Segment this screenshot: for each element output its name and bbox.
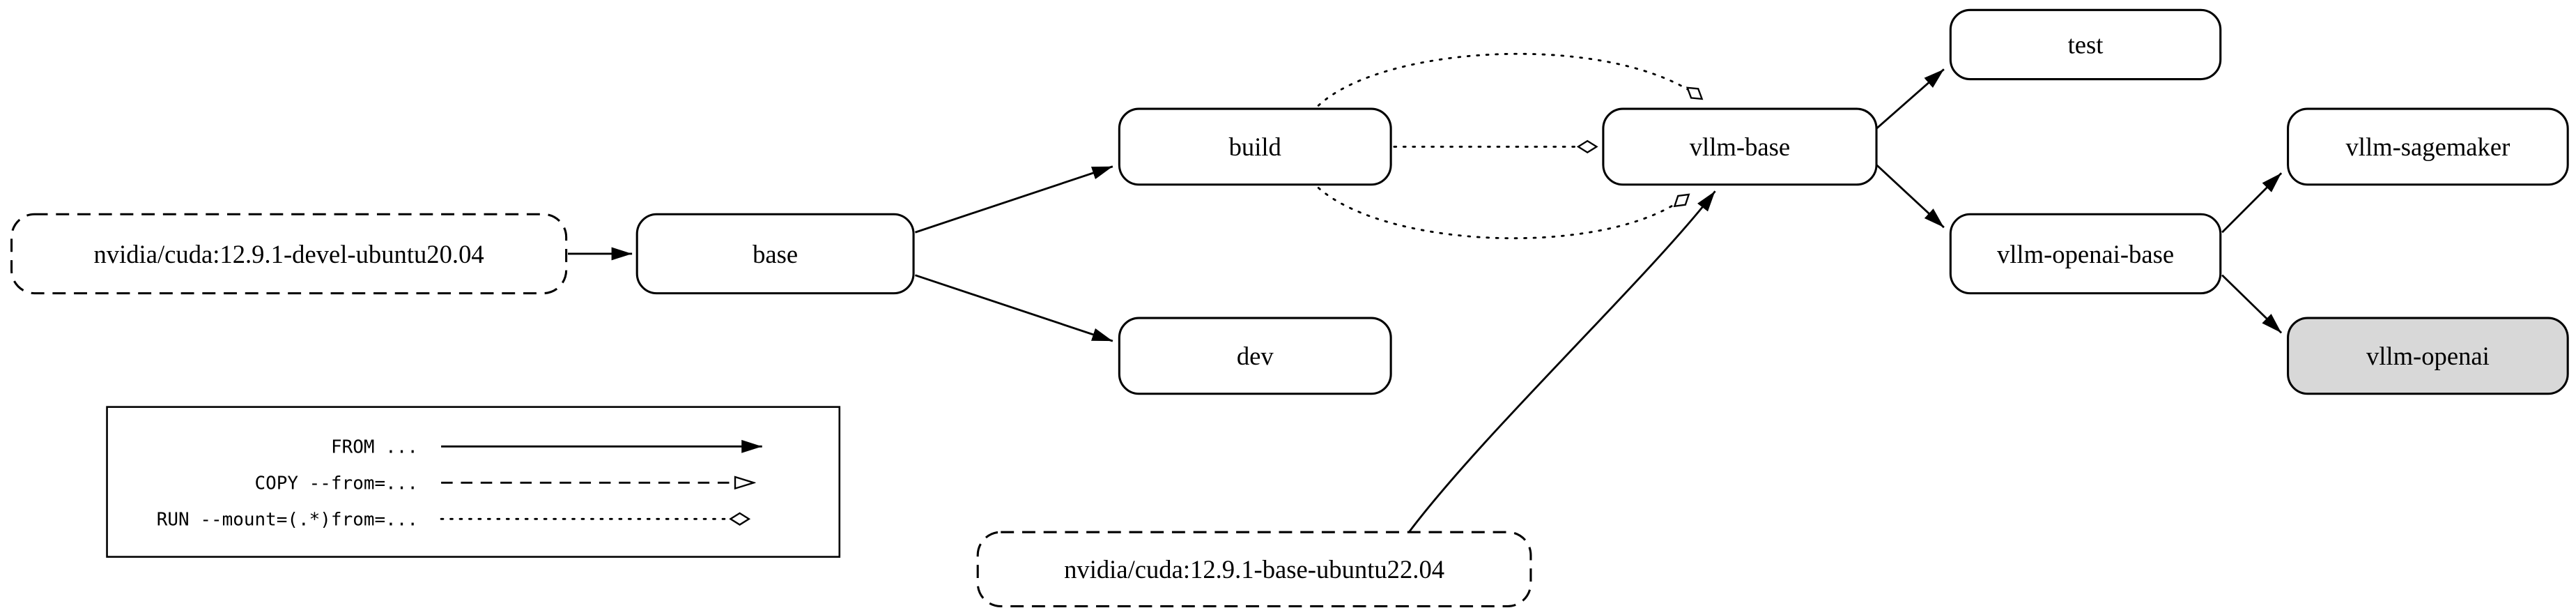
node-vllm-sagemaker: vllm-sagemaker (2287, 107, 2569, 186)
legend-box (106, 406, 841, 558)
edges-layer (567, 52, 2283, 533)
legend-from-label: FROM ... (331, 436, 418, 457)
edge-base-to-build (914, 165, 1113, 234)
node-base: base (635, 213, 915, 295)
node-base-label: base (753, 240, 798, 268)
node-build-label: build (1229, 132, 1281, 161)
node-vllm-openai-label: vllm-openai (2366, 342, 2490, 370)
node-dev-box (1118, 317, 1392, 395)
node-cuda-base-label: nvidia/cuda:12.9.1-base-ubuntu22.04 (1064, 555, 1444, 584)
node-vllm-openai-box (2287, 317, 2569, 395)
node-vllm-base: vllm-base (1602, 107, 1878, 186)
node-dev-label: dev (1237, 342, 1274, 370)
node-vllm-openai-base-box (1949, 213, 2222, 295)
legend-run-row: RUN --mount=(.*)from=... (157, 509, 749, 530)
node-vllm-openai: vllm-openai (2287, 317, 2569, 395)
node-vllm-base-box (1602, 107, 1878, 186)
edge-base-to-dev (914, 274, 1113, 342)
legend-copy-label: COPY --from=... (254, 473, 418, 494)
node-vllm-openai-base-label: vllm-openai-base (1997, 240, 2174, 268)
node-vllm-base-label: vllm-base (1690, 132, 1790, 161)
node-cuda-base-box (976, 531, 1532, 608)
node-dev: dev (1118, 317, 1392, 395)
node-cuda-devel: nvidia/cuda:12.9.1-devel-ubuntu20.04 (10, 213, 568, 295)
node-vllm-openai-base: vllm-openai-base (1949, 213, 2222, 295)
legend-copy-row: COPY --from=... (254, 473, 753, 494)
node-build-box (1118, 107, 1392, 186)
node-vllm-sagemaker-label: vllm-sagemaker (2345, 132, 2510, 161)
node-test-label: test (2068, 31, 2104, 59)
legend-run-label: RUN --mount=(.*)from=... (157, 509, 418, 530)
node-test-box (1949, 8, 2222, 81)
nodes-layer: nvidia/cuda:12.9.1-devel-ubuntu20.04 bas… (10, 8, 2569, 608)
edge-vllm-openai-base-to-vllm-openai (2221, 274, 2283, 334)
edge-build-to-vllm-base-run-arc-bottom (1317, 187, 1689, 240)
node-cuda-devel-label: nvidia/cuda:12.9.1-devel-ubuntu20.04 (93, 240, 484, 268)
edge-build-to-vllm-base-run-arc-top (1317, 52, 1702, 107)
edge-vllm-base-to-test (1876, 68, 1945, 130)
legend: FROM ... COPY --from=... RUN --mount=(.*… (106, 406, 841, 558)
node-cuda-devel-box (10, 213, 568, 295)
node-cuda-base: nvidia/cuda:12.9.1-base-ubuntu22.04 (976, 531, 1532, 608)
node-test: test (1949, 8, 2222, 81)
edge-cuda-base-to-vllm-base (1407, 190, 1716, 533)
node-vllm-sagemaker-box (2287, 107, 2569, 186)
edge-vllm-openai-base-to-vllm-sagemaker (2221, 172, 2283, 234)
node-build: build (1118, 107, 1392, 186)
node-base-box (635, 213, 915, 295)
legend-from-row: FROM ... (331, 436, 762, 457)
edge-vllm-base-to-vllm-openai-base (1876, 164, 1945, 229)
